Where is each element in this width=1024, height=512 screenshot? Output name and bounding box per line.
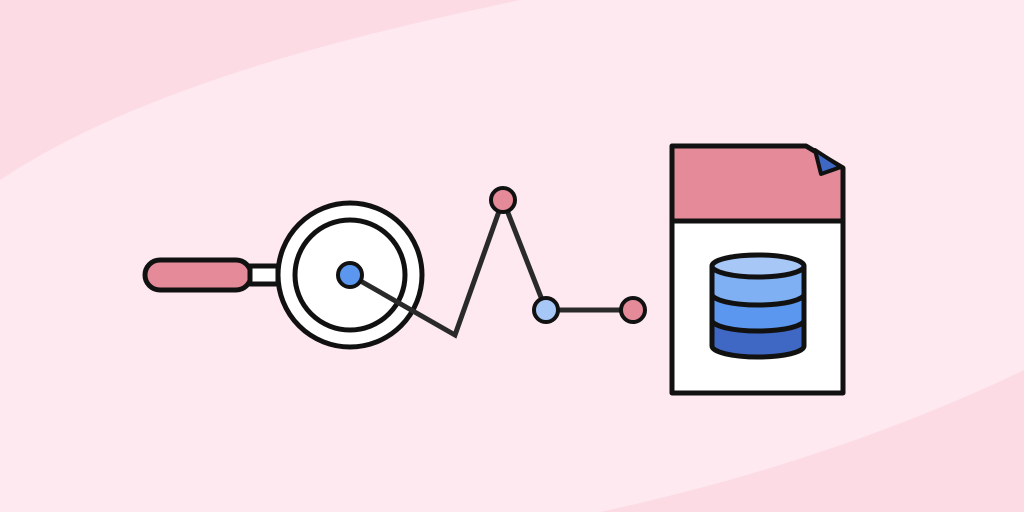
data-point-peak xyxy=(489,186,517,214)
magnifier-handle xyxy=(142,257,254,293)
data-point-low xyxy=(532,296,560,324)
data-point-end xyxy=(619,296,647,324)
data-line-icon xyxy=(336,186,647,339)
data-point-start xyxy=(336,261,364,289)
background-curve-top-left xyxy=(0,0,520,180)
database-top xyxy=(709,252,807,280)
database-document-icon xyxy=(669,143,846,396)
background-curve-bottom-right xyxy=(600,370,1024,512)
magnifier-neck xyxy=(247,263,281,287)
document-header xyxy=(669,143,846,224)
database-icon xyxy=(709,252,807,360)
document-fold-corner xyxy=(813,148,843,176)
